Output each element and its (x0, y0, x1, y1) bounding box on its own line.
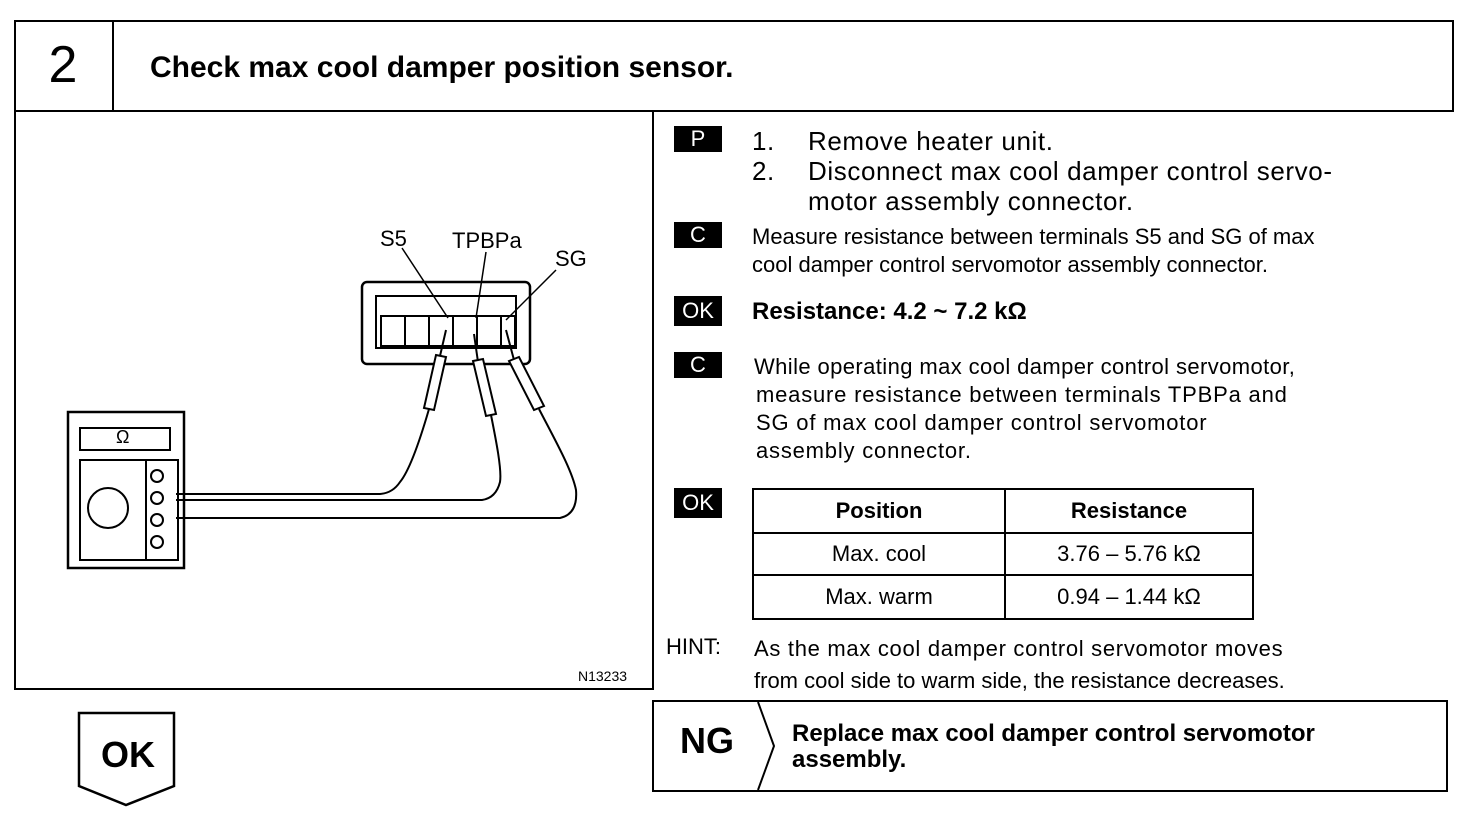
ng-arrow-divider (757, 701, 776, 791)
prep-step-1-number: 1. (752, 126, 775, 156)
ng-action-line-1: Replace max cool damper control servomot… (792, 720, 1315, 747)
table-row: Max. cool 3.76 – 5.76 kΩ (752, 532, 1254, 576)
step-number-divider (112, 20, 114, 112)
meter-jack (150, 513, 164, 527)
prep-step-2-number: 2. (752, 156, 775, 186)
meter-jack (150, 469, 164, 483)
probe-sg (505, 329, 546, 412)
ng-result-box (652, 700, 1448, 792)
resistance-table: Position Resistance Max. cool 3.76 – 5.7… (752, 488, 1254, 620)
hint-line-1: As the max cool damper control servomoto… (754, 636, 1284, 661)
table-header-resistance: Resistance (1004, 488, 1254, 534)
wire-sg (176, 408, 578, 519)
hint-label: HINT: (666, 634, 721, 659)
multimeter-body (66, 410, 186, 570)
connector-cell (404, 315, 430, 347)
prep-step-2-text-cont: motor assembly connector. (808, 186, 1134, 216)
meter-display (79, 427, 171, 451)
wire-tpbpa (300, 414, 502, 501)
hint-line-2: from cool side to warm side, the resista… (754, 668, 1285, 693)
ng-action-line-2: assembly. (792, 746, 907, 773)
tpbpa-leader-line (475, 251, 487, 319)
probe-s5 (422, 329, 448, 412)
ok-label: OK (101, 734, 155, 775)
table-cell-resistance: 0.94 – 1.44 kΩ (1004, 574, 1254, 620)
badge-ok-1: OK (674, 296, 722, 326)
diagram-panel (14, 110, 654, 690)
check-2-line-1: While operating max cool damper control … (754, 354, 1296, 379)
badge-ok-2: OK (674, 488, 722, 518)
step-title: Check max cool damper position sensor. (150, 51, 734, 84)
check-2-line-2: measure resistance between terminals TPB… (756, 382, 1288, 407)
ok-result-arrow (77, 711, 176, 807)
badge-check-2: C (674, 352, 722, 378)
connector-cell (452, 315, 478, 347)
badge-check-1: C (674, 222, 722, 248)
terminal-label-tpbpa: TPBPa (452, 228, 522, 253)
table-cell-resistance: 3.76 – 5.76 kΩ (1004, 532, 1254, 576)
connector-cell (500, 315, 516, 347)
step-number: 2 (48, 36, 78, 94)
meter-jack (150, 535, 164, 549)
meter-dial (87, 487, 129, 529)
connector-cell (428, 315, 454, 347)
meter-jack (150, 491, 164, 505)
step-header (14, 20, 1454, 112)
check-1-line-1: Measure resistance between terminals S5 … (752, 224, 1315, 249)
wiring-diagram (66, 247, 578, 570)
ok-1-resistance-spec: Resistance: 4.2 ~ 7.2 kΩ (752, 298, 1027, 325)
terminal-label-sg: SG (555, 246, 587, 271)
table-cell-position: Max. cool (752, 532, 1006, 576)
check-2-line-3: SG of max cool damper control servomotor (756, 410, 1208, 435)
meter-panel (79, 459, 179, 561)
table-header-position: Position (752, 488, 1006, 534)
ng-label: NG (680, 720, 734, 761)
check-1-line-2: cool damper control servomotor assembly … (752, 252, 1269, 277)
badge-prep: P (674, 126, 722, 152)
ohm-symbol: Ω (116, 427, 130, 447)
s5-leader-line (401, 247, 449, 319)
wire-s5 (176, 408, 430, 495)
table-cell-position: Max. warm (752, 574, 1006, 620)
prep-step-1-text: Remove heater unit. (808, 126, 1054, 156)
sg-leader-line (505, 269, 557, 321)
connector-cell (476, 315, 502, 347)
connector-face (375, 295, 517, 349)
terminal-label-s5: S5 (380, 226, 407, 251)
prep-step-2-text: Disconnect max cool damper control servo… (808, 156, 1333, 186)
check-2-line-4: assembly connector. (756, 438, 972, 463)
panel-divider (652, 110, 654, 690)
table-row: Max. warm 0.94 – 1.44 kΩ (752, 574, 1254, 620)
connector-housing (360, 280, 532, 366)
table-header-row: Position Resistance (752, 488, 1254, 534)
connector-cell (380, 315, 406, 347)
probe-tpbpa (471, 333, 498, 418)
figure-code: N13233 (578, 668, 628, 684)
